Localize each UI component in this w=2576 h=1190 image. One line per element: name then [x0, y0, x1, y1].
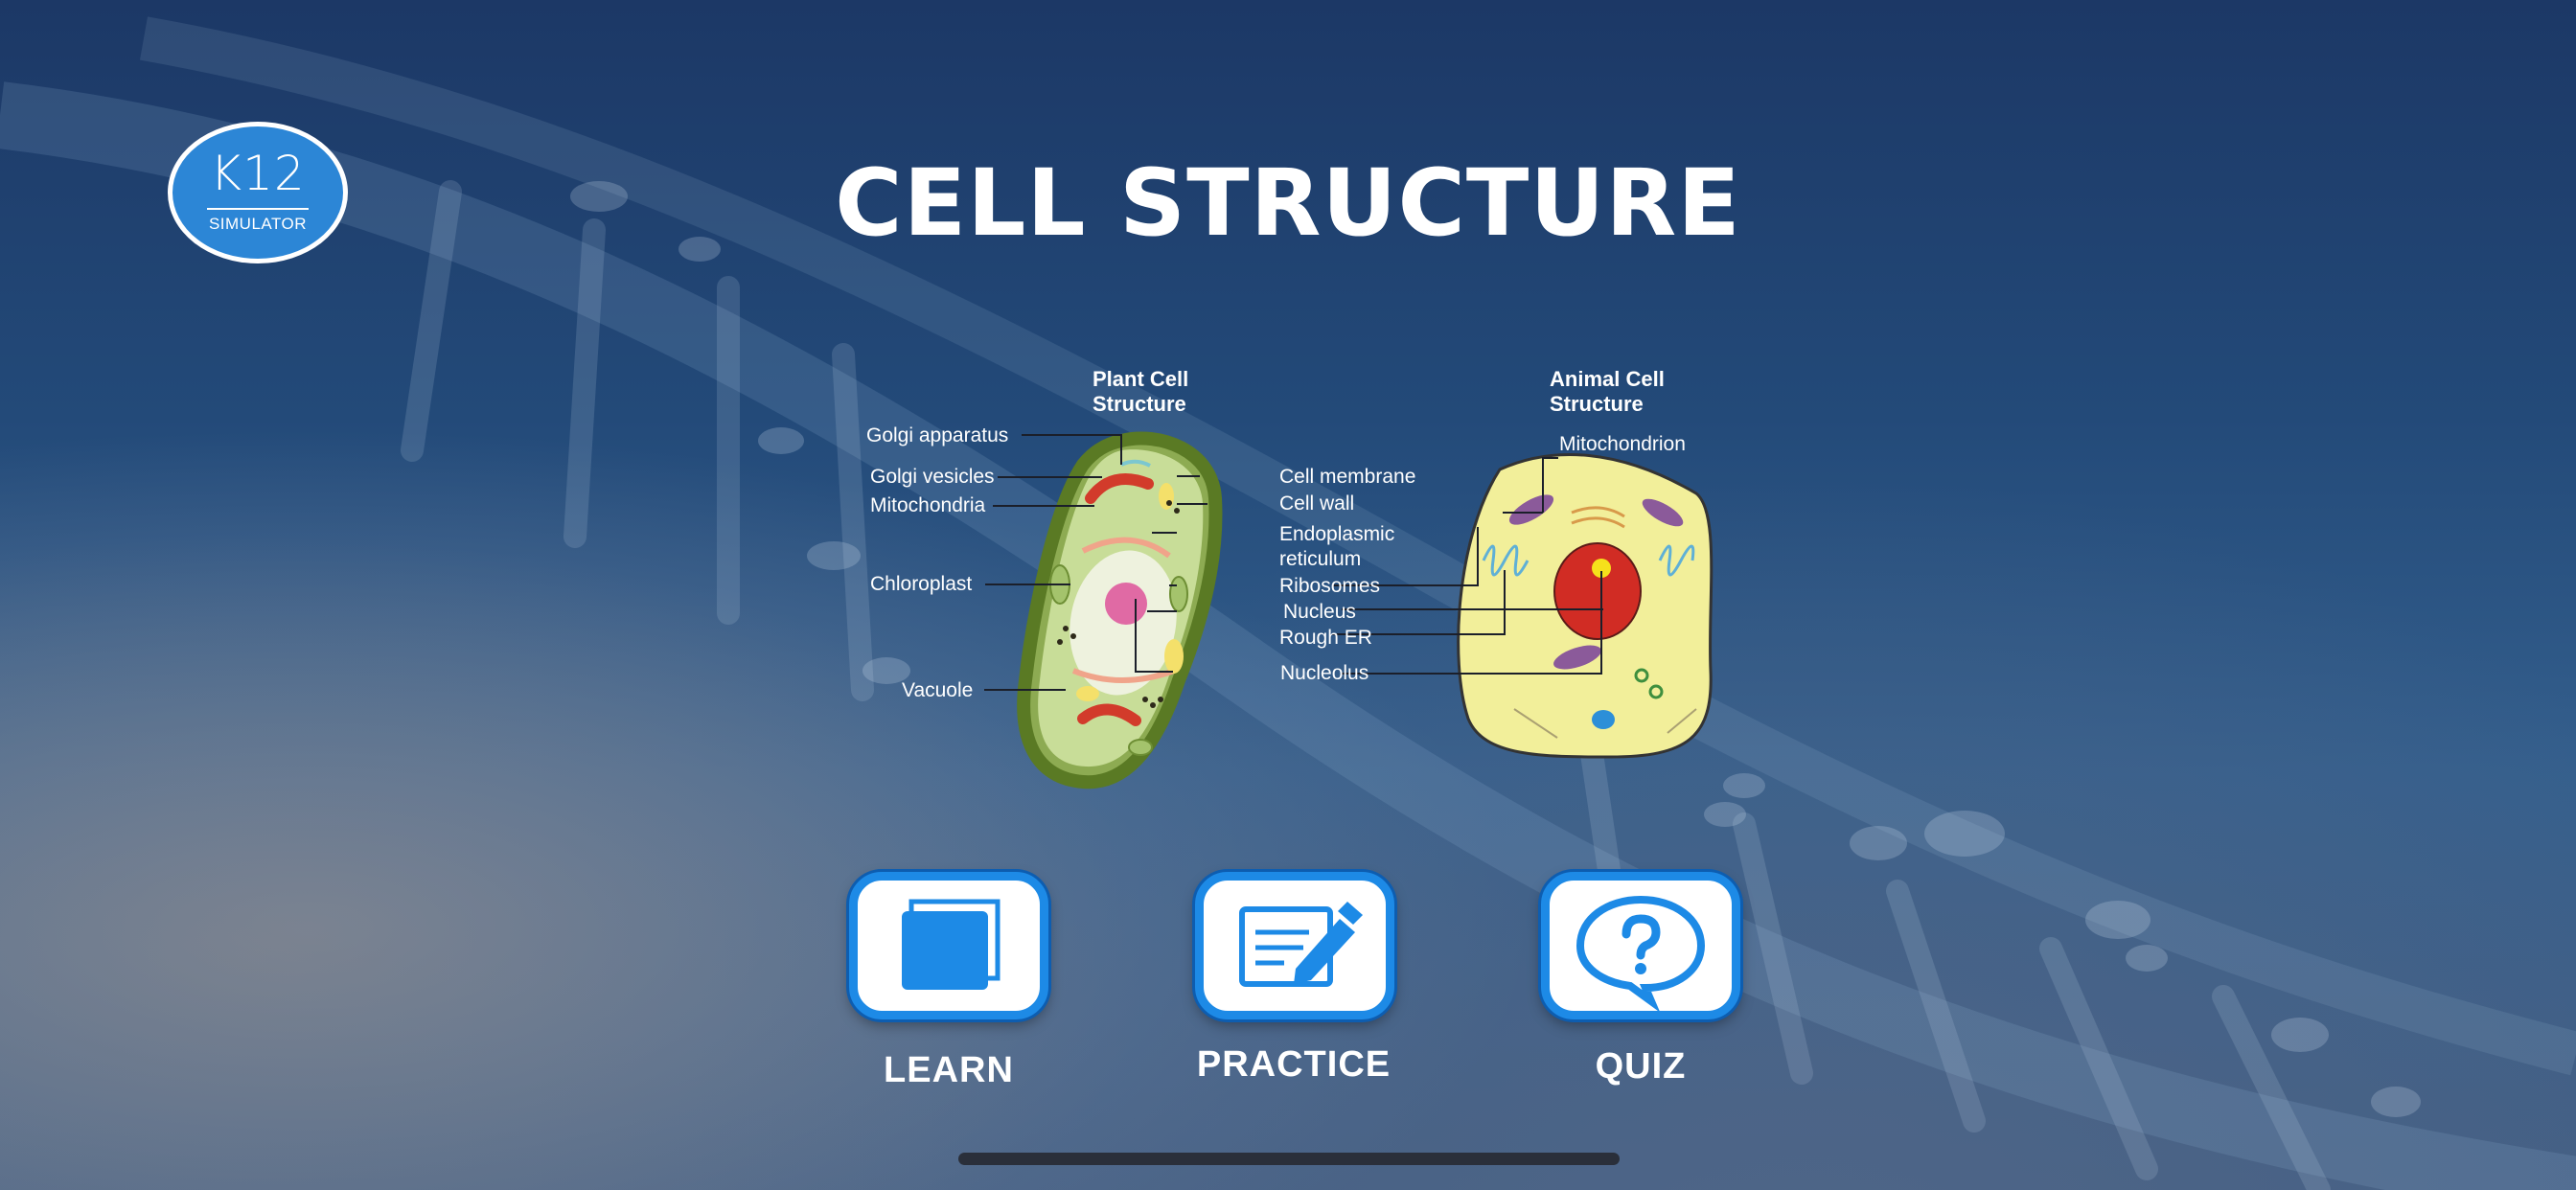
notepad-pencil-icon	[1239, 902, 1363, 987]
logo-simulator-text: SIMULATOR	[208, 215, 308, 233]
label-vacuole: Vacuole	[902, 679, 973, 701]
speech-bubble-question-icon	[1576, 895, 1706, 1011]
label-rough-er: Rough ER	[1279, 627, 1372, 649]
animal-cell-illustration	[1457, 452, 1714, 759]
label-cell-wall: Cell wall	[1279, 492, 1354, 515]
plant-title-line1: Plant Cell	[1092, 367, 1188, 391]
label-golgi-vesicles: Golgi vesicles	[870, 466, 995, 488]
cell-structure-diagram: Plant Cell Structure Animal Cell Structu…	[866, 367, 1714, 790]
practice-label: PRACTICE	[1196, 1044, 1392, 1085]
book-icon	[902, 899, 1000, 990]
learn-label: LEARN	[884, 1050, 1014, 1090]
label-cell-membrane: Cell membrane	[1279, 466, 1415, 488]
label-reticulum: reticulum	[1279, 548, 1361, 570]
label-ribosomes: Ribosomes	[1279, 575, 1380, 597]
logo-divider	[207, 208, 309, 210]
label-golgi-apparatus: Golgi apparatus	[866, 424, 1008, 446]
label-nucleus: Nucleus	[1283, 601, 1356, 623]
home-indicator[interactable]	[958, 1153, 1620, 1165]
diagram-leader-lines	[984, 434, 1603, 691]
label-mitochondria: Mitochondria	[870, 494, 986, 516]
page-title: CELL STRUCTURE	[835, 149, 1741, 257]
plant-title-line2: Structure	[1092, 392, 1186, 416]
quiz-label: QUIZ	[1595, 1046, 1687, 1087]
animal-title-line1: Animal Cell	[1550, 367, 1665, 391]
logo-k12-text: K12	[210, 146, 306, 201]
label-chloroplast: Chloroplast	[870, 573, 972, 595]
k12-simulator-logo: K12 SIMULATOR	[168, 122, 348, 263]
animal-title-line2: Structure	[1550, 392, 1644, 416]
label-nucleolus: Nucleolus	[1280, 662, 1368, 684]
learn-button[interactable]	[849, 872, 1048, 1019]
quiz-button[interactable]	[1541, 872, 1740, 1019]
label-mitochondrion: Mitochondrion	[1559, 433, 1686, 455]
plant-cell-illustration	[1017, 431, 1223, 790]
label-endoplasmic: Endoplasmic	[1279, 523, 1394, 545]
practice-button[interactable]	[1195, 872, 1394, 1019]
